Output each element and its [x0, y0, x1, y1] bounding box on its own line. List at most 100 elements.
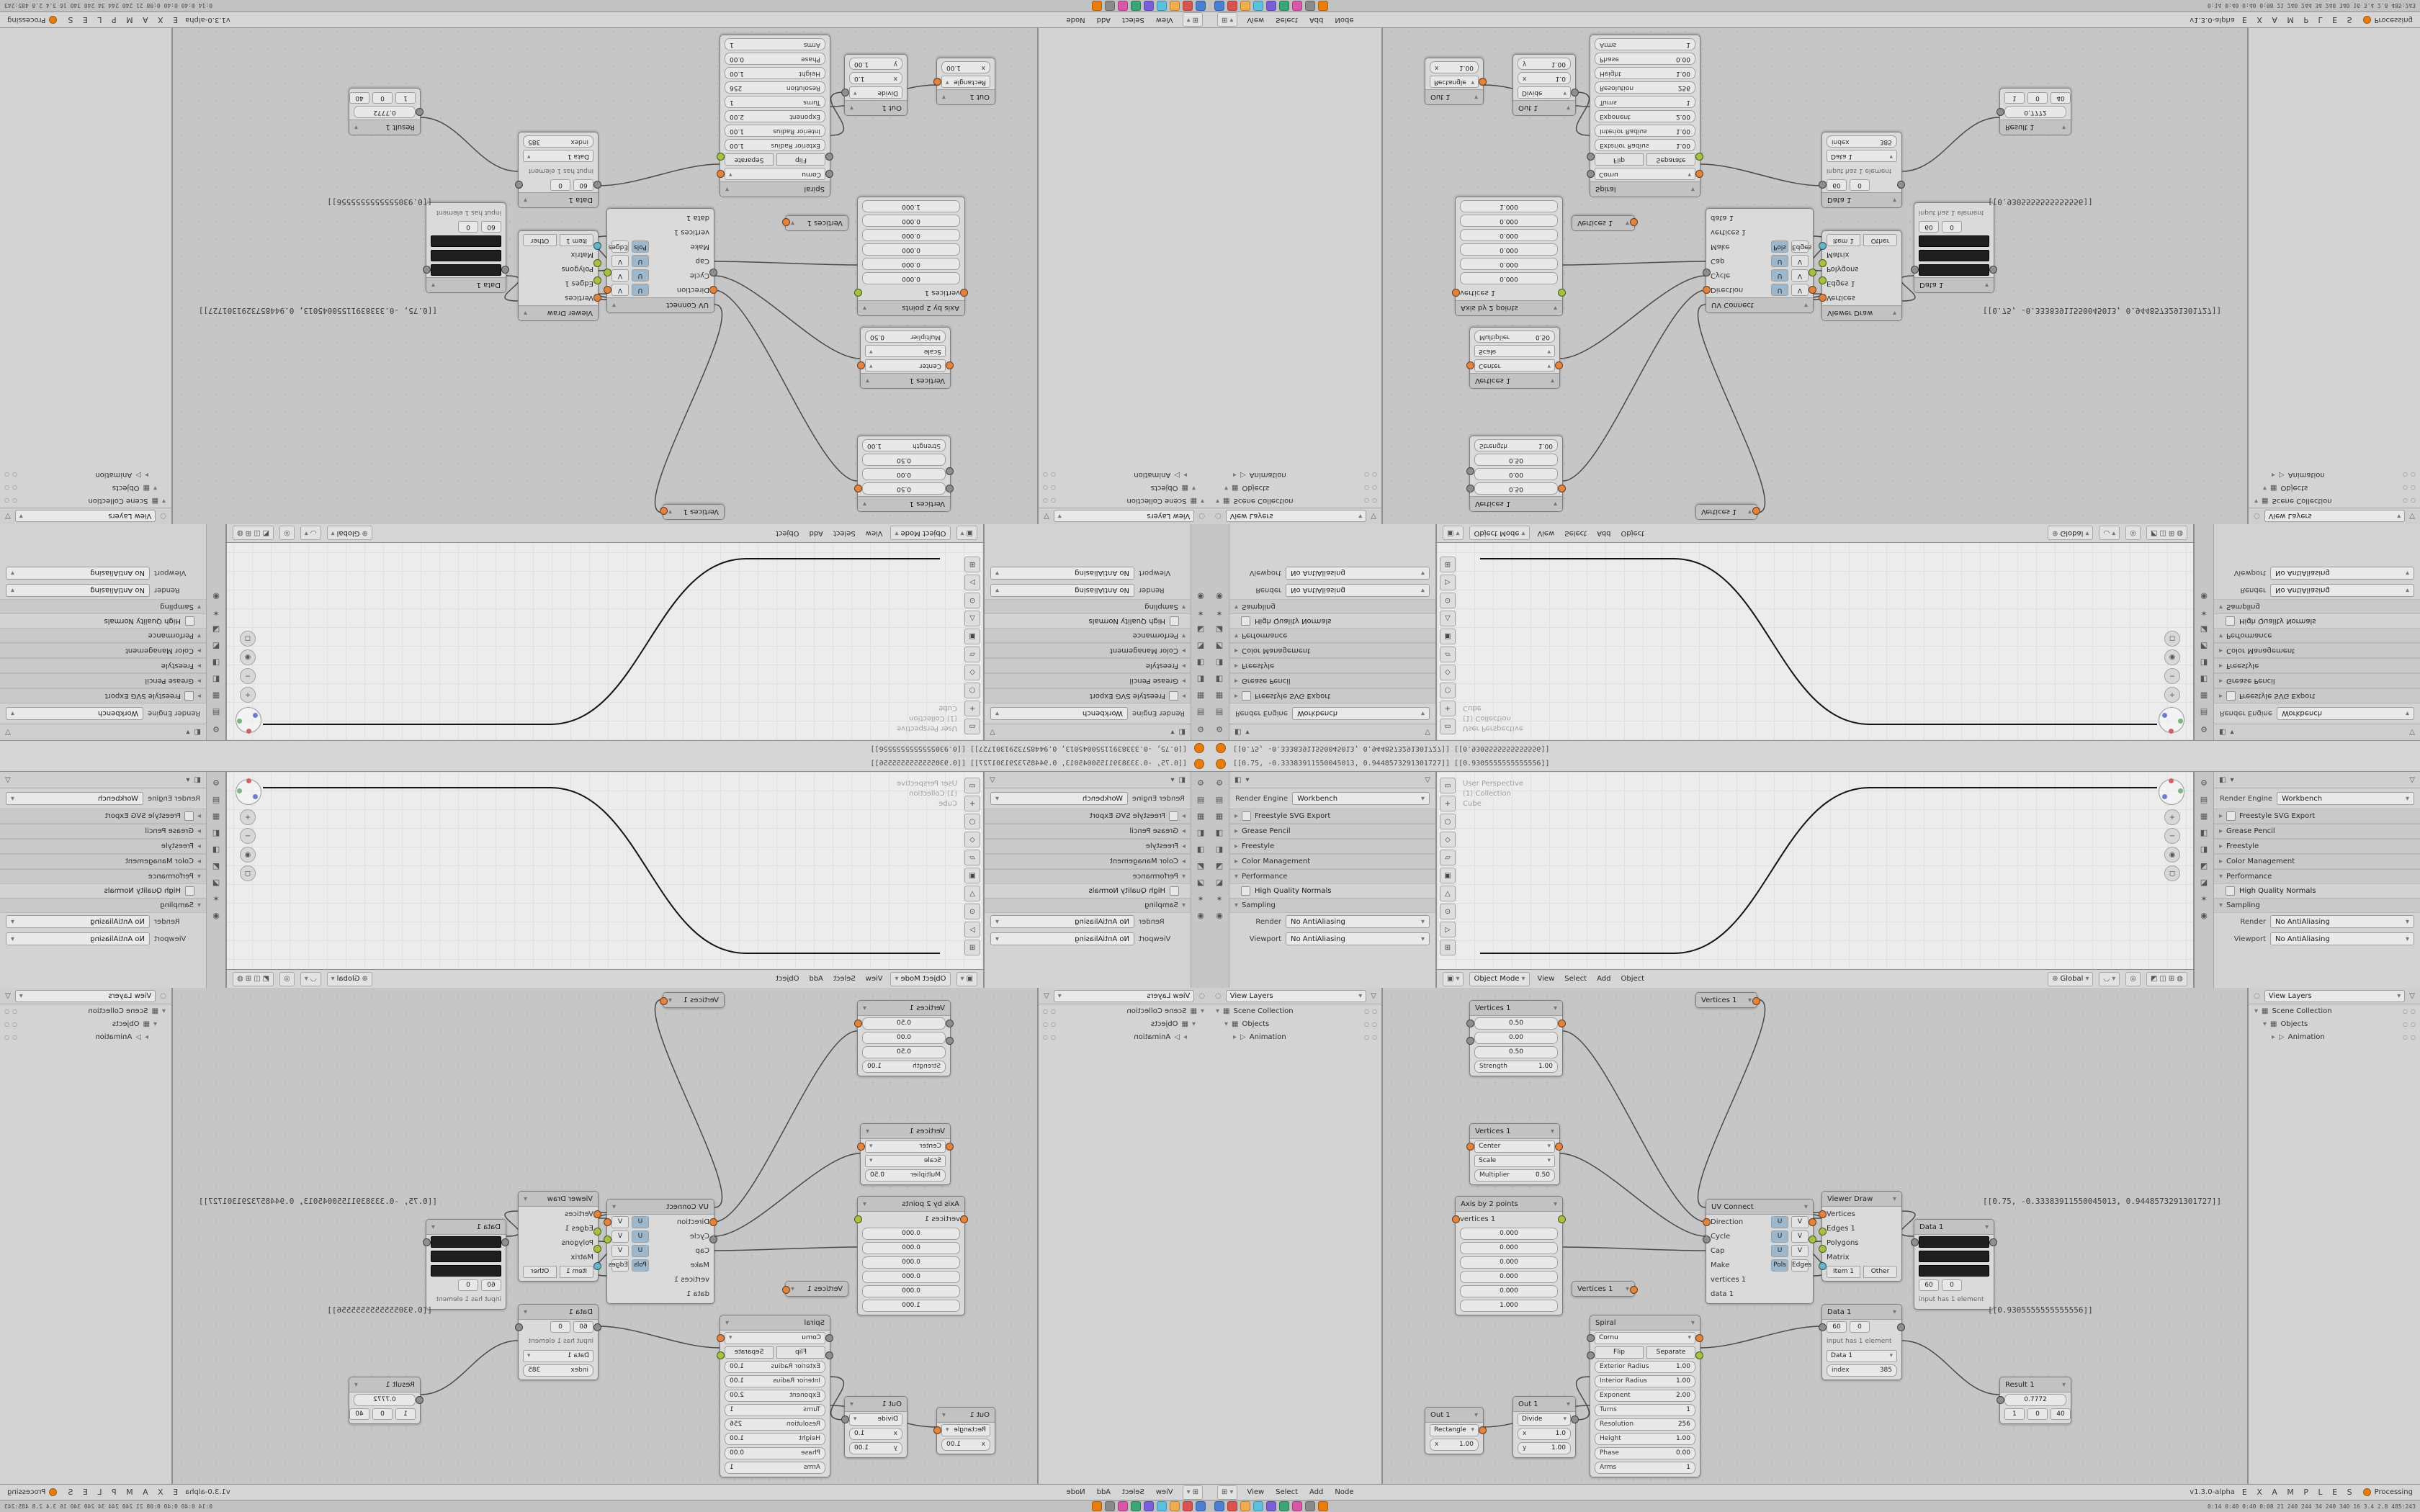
- input-socket[interactable]: [709, 286, 717, 294]
- viewport-menu-view[interactable]: View: [1537, 529, 1555, 537]
- outliner-row-scene-collection[interactable]: ▾▦Scene Collection○○: [1039, 495, 1210, 508]
- outliner-row-objects[interactable]: ▾▦Objects○○: [1039, 1017, 1210, 1030]
- editor-type-select[interactable]: ▣▾: [1443, 526, 1464, 541]
- properties-tab-icon[interactable]: ⚙: [2200, 724, 2208, 734]
- render-visibility-icon[interactable]: ○: [1372, 472, 1377, 479]
- node-menu-select[interactable]: Select: [1121, 16, 1144, 24]
- viewport-tool-icon[interactable]: ○: [964, 814, 980, 829]
- snap-toggle[interactable]: ◡▾: [2099, 971, 2120, 986]
- render-visibility-icon[interactable]: ○: [2411, 1007, 2416, 1014]
- antialiasing-select[interactable]: No AntiAliasing▾: [990, 932, 1134, 945]
- input-socket[interactable]: [593, 294, 601, 302]
- output-socket[interactable]: [1695, 1334, 1703, 1342]
- output-socket[interactable]: [660, 507, 668, 515]
- filter-icon[interactable]: ▽: [1371, 991, 1376, 1000]
- node-collapse-icon[interactable]: ▾: [863, 304, 867, 312]
- outliner-row-scene-collection[interactable]: ▾▦Scene Collection○○: [2249, 495, 2420, 508]
- node-collapse-icon[interactable]: ▾: [1803, 1202, 1808, 1211]
- input-socket[interactable]: [593, 276, 601, 284]
- viewport-overlay-icon[interactable]: ◩: [262, 529, 270, 537]
- viewport-tool-icon[interactable]: ▣: [964, 868, 980, 883]
- properties-tab-icon[interactable]: ◧: [2200, 675, 2208, 684]
- output-socket[interactable]: [717, 1334, 725, 1342]
- color-swatch[interactable]: [1919, 235, 1989, 247]
- node-collapse-icon[interactable]: ▾: [1550, 1127, 1554, 1135]
- properties-tab-icon[interactable]: ◉: [2200, 911, 2208, 920]
- panel-header-performance[interactable]: ▾Performance: [0, 628, 206, 643]
- panel-header-freestyle[interactable]: ▸Freestyle: [0, 839, 206, 854]
- number-field[interactable]: 0.00: [1474, 1031, 1558, 1044]
- viewport-tool-icon[interactable]: ▱: [1440, 647, 1456, 662]
- properties-editor-icon[interactable]: ◧: [1178, 775, 1186, 784]
- outliner-row-animation[interactable]: ▸▷Animation○○: [1210, 1030, 1381, 1043]
- transform-orientation-select[interactable]: ⊕Global▾: [2048, 971, 2094, 986]
- taskbar-app-icon[interactable]: [1092, 1501, 1102, 1511]
- properties-tab-icon[interactable]: ◉: [1197, 911, 1204, 920]
- input-socket[interactable]: [1703, 286, 1711, 294]
- editor-type-select[interactable]: ⊞▾: [1182, 1485, 1203, 1500]
- output-socket[interactable]: [1809, 1218, 1816, 1226]
- render-engine-select[interactable]: Workbench▾: [990, 707, 1128, 720]
- properties-tab-icon[interactable]: ▤: [1196, 708, 1205, 717]
- input-socket[interactable]: [1819, 1245, 1827, 1253]
- render-visibility-icon[interactable]: ○: [4, 485, 9, 492]
- value-chip[interactable]: 0: [2027, 1408, 2048, 1420]
- viewport-tool-icon[interactable]: △: [964, 611, 980, 626]
- output-socket[interactable]: [1555, 1143, 1563, 1151]
- output-socket[interactable]: [717, 170, 725, 178]
- panel-header-performance[interactable]: ▾Performance: [2214, 869, 2420, 884]
- row-caret-icon[interactable]: ▾: [1200, 497, 1204, 505]
- gizmo-axis-dot[interactable]: [2162, 713, 2167, 718]
- number-field[interactable]: 0.000: [1460, 229, 1558, 242]
- editor-caret-icon[interactable]: ▾: [1245, 728, 1250, 737]
- node-collapse-icon[interactable]: ▾: [524, 196, 528, 204]
- node-vertices-collapsed-1[interactable]: Vertices 1▾: [1695, 992, 1760, 1008]
- radio-option[interactable]: Edges: [1791, 1259, 1811, 1272]
- panel-header-color-management[interactable]: ▸Color Management: [985, 854, 1191, 869]
- blender-logo-icon[interactable]: [1194, 758, 1204, 769]
- render-engine-select[interactable]: Workbench▾: [6, 792, 143, 805]
- filter-icon[interactable]: ▽: [2409, 728, 2415, 737]
- input-socket[interactable]: [1466, 467, 1474, 475]
- toggle-button[interactable]: Separate: [1646, 153, 1695, 166]
- row-caret-icon[interactable]: ▾: [153, 484, 157, 492]
- render-visibility-icon[interactable]: ○: [1043, 1020, 1048, 1027]
- row-caret-icon[interactable]: ▾: [1216, 497, 1220, 505]
- mode-select[interactable]: Object Mode▾: [890, 971, 951, 986]
- outliner-row-objects[interactable]: ▾▦Objects○○: [1210, 1017, 1381, 1030]
- node-header[interactable]: Axis by 2 points▾: [1456, 300, 1562, 315]
- properties-editor-icon[interactable]: ◧: [194, 775, 201, 784]
- row-caret-icon[interactable]: ▾: [2254, 1007, 2259, 1015]
- panel-header-sampling[interactable]: ▾Sampling: [1229, 898, 1435, 913]
- node-collapse-icon[interactable]: ▾: [725, 1318, 730, 1327]
- node-header[interactable]: Data 1▾: [1822, 1305, 1901, 1320]
- high-quality-normals-checkbox[interactable]: [2226, 616, 2235, 626]
- panel-header-freestyle-svg-export[interactable]: ▸Freestyle SVG Export: [1229, 688, 1435, 703]
- taskbar-app-icon[interactable]: [1214, 1, 1224, 11]
- input-socket[interactable]: [593, 181, 601, 189]
- viewport-nav-icon[interactable]: −: [2164, 828, 2180, 844]
- output-socket[interactable]: [1630, 1286, 1638, 1294]
- row-caret-icon[interactable]: ▾: [1200, 1007, 1204, 1015]
- node-collapse-icon[interactable]: ▾: [725, 185, 730, 194]
- output-socket[interactable]: [933, 1426, 941, 1434]
- outliner-row-animation[interactable]: ▸▷Animation○○: [1039, 1030, 1210, 1043]
- antialiasing-select[interactable]: No AntiAliasing▾: [2270, 915, 2414, 928]
- visibility-icon[interactable]: ○: [1364, 472, 1370, 479]
- node-header[interactable]: Vertices 1▾: [663, 505, 724, 519]
- dropdown[interactable]: Data 1▾: [523, 1349, 593, 1362]
- render-visibility-icon[interactable]: ○: [2411, 485, 2416, 492]
- visibility-icon[interactable]: ○: [1364, 1033, 1370, 1040]
